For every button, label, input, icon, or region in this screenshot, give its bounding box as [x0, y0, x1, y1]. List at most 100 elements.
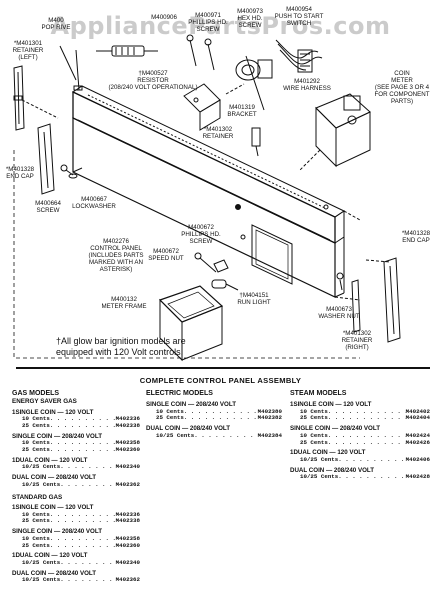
right-retainer-shape — [351, 279, 361, 333]
resistor-shape — [96, 45, 158, 57]
coin-group-title: SINGLE COIN — 208/240 VOLT — [290, 425, 380, 433]
glow-bar-note: †All glow bar ignition models are equipp… — [56, 336, 186, 357]
part-row: 10 Cents . . . . . . . . . . . . . . . .… — [290, 408, 430, 416]
coin-amount: 10/25 Cents — [22, 463, 61, 471]
label-m400906: M400906 — [151, 14, 177, 21]
leader-dots: . . . . . . . . . . . . . . . . . . . . … — [49, 542, 116, 549]
leader-dots: . . . . . . . . . . . . . . . . . . . . … — [49, 416, 116, 423]
part-number: M402384 — [257, 431, 282, 439]
part-number: M402382 — [257, 414, 282, 422]
coin-amount: 25 Cents — [300, 414, 328, 422]
part-row: 10/25 Cents . . . . . . . . . . . . . . … — [12, 480, 140, 489]
part-number: M402336 — [115, 510, 140, 518]
part-row: 10/25 Cents . . . . . . . . . . . . . . … — [290, 474, 430, 481]
table-title: COMPLETE CONTROL PANEL ASSEMBLY — [139, 376, 302, 385]
part-number: M402362 — [115, 576, 140, 584]
leader-dots: . . . . . . . . . . . . . . . . . . . . … — [327, 415, 406, 422]
coin-amount: 10 Cents — [22, 510, 50, 518]
part-number: M402338 — [115, 421, 140, 429]
coin-amount: 10/25 Cents — [300, 455, 339, 463]
coin-amount: 10 Cents — [22, 534, 50, 542]
part-row: 10/25 Cents . . . . . . . . . . . . . . … — [12, 577, 140, 584]
part-row: 10/25 Cents . . . . . . . . . . . . . . … — [146, 431, 282, 440]
coin-group-title: DUAL COIN — 208/240 VOLT — [12, 569, 97, 577]
part-row: 25 Cents . . . . . . . . . . . . . . . .… — [146, 415, 282, 422]
part-row: 25 Cents . . . . . . . . . . . . . . . .… — [12, 541, 140, 550]
section-subheader: ENERGY SAVER GAS — [12, 398, 77, 405]
left-retainer-shape — [13, 65, 59, 131]
leader-dots: . . . . . . . . . . . . . . . . . . . . … — [60, 464, 115, 471]
leader-dots: . . . . . . . . . . . . . . . . . . . . … — [183, 408, 258, 415]
speed-nut-shape — [194, 252, 229, 273]
coin-amount: 25 Cents — [22, 541, 50, 549]
watermark-text: AppliancePartsPros.com — [50, 12, 391, 40]
leader-dots: . . . . . . . . . . . . . . . . . . . . … — [49, 518, 116, 525]
coin-meter-shape — [299, 93, 371, 171]
part-row: 10 Cents . . . . . . . . . . . . . . . .… — [12, 510, 140, 519]
leader-dots: . . . . . . . . . . . . . . . . . . . . … — [49, 535, 116, 542]
leader-dots: . . . . . . . . . . . . . . . . . . . . … — [338, 474, 405, 481]
part-number: M402406 — [405, 455, 430, 463]
meter-frame-shape — [158, 285, 224, 362]
column-header: STEAM MODELS — [290, 390, 347, 397]
part-number: M402362 — [115, 480, 140, 488]
coin-amount: 10 Cents — [22, 415, 50, 423]
coin-amount: 10 Cents — [22, 439, 50, 447]
part-number: M402358 — [115, 534, 140, 542]
control-panel-assembly-table: COMPLETE CONTROL PANEL ASSEMBLY GAS MODE… — [0, 372, 441, 600]
section-divider — [16, 367, 430, 369]
left-end-cap-shape — [37, 123, 55, 195]
leader-dots: . . . . . . . . . . . . . . . . . . . . … — [327, 432, 406, 439]
part-row: 10 Cents . . . . . . . . . . . . . . . .… — [12, 534, 140, 543]
pop-rivet-shape — [59, 45, 83, 91]
switch-shape — [235, 55, 273, 111]
leader-dots: . . . . . . . . . . . . . . . . . . . . … — [49, 422, 116, 429]
leader-dots: . . . . . . . . . . . . . . . . . . . . … — [327, 408, 406, 415]
part-row: 10/25 Cents . . . . . . . . . . . . . . … — [12, 558, 140, 567]
coin-amount: 10/25 Cents — [300, 473, 339, 481]
leader-dots: . . . . . . . . . . . . . . . . . . . . … — [49, 447, 116, 454]
part-number: M402380 — [257, 407, 282, 415]
coin-amount: 25 Cents — [22, 421, 50, 429]
part-row: 10 Cents . . . . . . . . . . . . . . . .… — [290, 431, 430, 440]
coin-amount: 25 Cents — [300, 438, 328, 446]
coin-amount: 10 Cents — [300, 431, 328, 439]
bracket-shape — [183, 83, 245, 131]
column-header: GAS MODELS — [12, 390, 60, 397]
part-number: M402340 — [115, 558, 140, 566]
coin-amount: 25 Cents — [22, 517, 50, 525]
run-light-shape — [211, 279, 239, 291]
leader-dots: . . . . . . . . . . . . . . . . . . . . … — [60, 481, 115, 488]
coin-group-title: DUAL COIN — 208/240 VOLT — [12, 474, 97, 482]
part-number: M402424 — [405, 431, 430, 439]
coin-group-title: DUAL COIN — 208/240 VOLT — [290, 466, 375, 474]
coin-group-title: 1SINGLE COIN — 120 VOLT — [290, 401, 372, 408]
coin-group-title: SINGLE COIN — 208/240 VOLT — [146, 401, 236, 408]
part-number: M402426 — [405, 438, 430, 446]
